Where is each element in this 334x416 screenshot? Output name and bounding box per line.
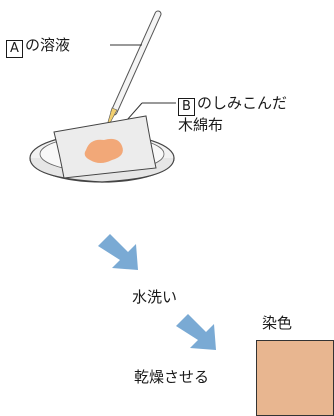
arrow-down-right-icon — [98, 234, 138, 270]
stain-mark — [84, 138, 123, 163]
label-a-text: の溶液 — [25, 36, 71, 54]
label-b-text: のしみこんだ — [197, 94, 288, 112]
dyed-swatch — [256, 340, 334, 416]
label-a-box: A — [6, 40, 23, 58]
label-cotton-cloth: 木綿布 — [178, 116, 224, 134]
label-b-box: B — [178, 98, 195, 116]
dropper-icon — [104, 10, 162, 133]
arrow-down-right-icon — [176, 314, 216, 350]
label-dry: 乾燥させる — [134, 368, 210, 386]
cloth-icon — [53, 115, 157, 179]
label-wash: 水洗い — [132, 288, 178, 306]
label-dyed: 染色 — [262, 314, 293, 332]
